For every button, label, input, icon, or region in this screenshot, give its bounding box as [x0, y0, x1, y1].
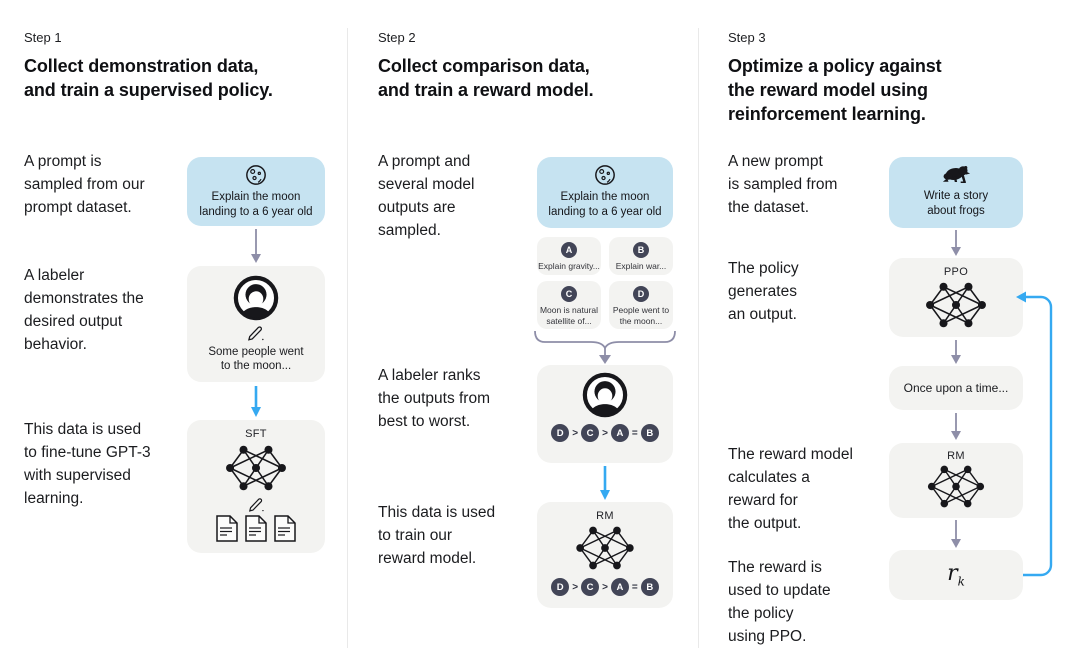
output-card: A Explain gravity... [537, 237, 601, 275]
output-badge: B [633, 242, 649, 258]
rank-badge: D [551, 424, 570, 442]
output-card-text: Moon is natural satellite of... [539, 305, 599, 326]
column-divider [698, 28, 699, 648]
demo-output-text: Some people went to the moon... [208, 346, 304, 372]
ppo-box: PPO [889, 258, 1023, 337]
model-label: RM [947, 450, 965, 462]
neural-network-icon [575, 525, 635, 571]
output-card: B Explain war... [609, 237, 673, 275]
output-card: C Moon is natural satellite of... [537, 281, 601, 329]
neural-network-icon [927, 464, 985, 509]
rank-separator: > [572, 427, 579, 439]
rank-badge: B [640, 424, 659, 442]
model-label: RM [596, 510, 614, 522]
step-paragraph: This data is used to train our reward mo… [378, 504, 496, 567]
reward-symbol: rk [947, 561, 965, 589]
rank-badge: D [551, 578, 570, 596]
model-label: SFT [245, 428, 267, 440]
output-card: D People went to the moon... [609, 281, 673, 329]
feedback-loop-arrow-icon [1013, 288, 1061, 588]
rm-box: RM [889, 443, 1023, 518]
prompt-box: Explain the moon landing to a 6 year old [187, 157, 325, 226]
step-label: Step 3 [728, 30, 766, 45]
rank-badge: A [610, 424, 629, 442]
prompt-box: Write a story about frogs [889, 157, 1023, 228]
step-paragraph: The reward model calculates a reward for… [728, 446, 853, 532]
step-title: Collect demonstration data, and train a … [24, 56, 273, 100]
output-badge: D [633, 286, 649, 302]
moon-icon [594, 164, 616, 186]
step-paragraph: The reward is used to update the policy … [728, 559, 831, 645]
model-label: PPO [943, 266, 969, 278]
ranking-box: D>C>A=B [537, 365, 673, 463]
pencil-icon [247, 324, 265, 341]
step-paragraph: A prompt is sampled from our prompt data… [24, 153, 145, 216]
step-paragraph: The policy generates an output. [728, 260, 799, 323]
rank-separator: > [572, 581, 579, 593]
rm-box: RM D>C>A=B [537, 502, 673, 608]
labeler-box: Some people went to the moon... [187, 266, 325, 382]
rank-separator: > [602, 581, 608, 593]
sft-box: SFT [187, 420, 325, 553]
moon-icon [245, 164, 267, 186]
flow-arrow-icon [950, 230, 962, 256]
flow-arrow-blue-icon [249, 386, 263, 417]
rank-separator: = [631, 581, 638, 593]
step-title: Optimize a policy against the reward mod… [728, 56, 942, 124]
labeler-icon [233, 275, 279, 321]
flow-arrow-icon [950, 520, 962, 548]
step-paragraph: A labeler ranks the outputs from best to… [378, 367, 491, 430]
prompt-text: Explain the moon landing to a 6 year old [199, 191, 313, 218]
rank-badge: A [610, 578, 629, 596]
flow-arrow-icon [950, 340, 962, 364]
rank-separator: = [631, 427, 638, 439]
rank-badge: B [640, 578, 659, 596]
policy-output-box: Once upon a time... [889, 366, 1023, 410]
step-paragraph: A labeler demonstrates the desired outpu… [24, 267, 144, 353]
reward-box: rk [889, 550, 1023, 600]
output-card-text: Explain war... [615, 261, 667, 271]
flow-arrow-blue-icon [598, 466, 612, 500]
neural-network-icon [225, 444, 287, 492]
step-label: Step 1 [24, 30, 62, 45]
labeler-icon [582, 372, 628, 418]
rank-badge: C [581, 424, 600, 442]
step-title: Collect comparison data, and train a rew… [378, 56, 594, 100]
rank-badge: C [581, 578, 600, 596]
brace-merge-arrow-icon [533, 330, 677, 365]
ranking-row: D>C>A=B [551, 424, 659, 442]
column-divider [347, 28, 348, 648]
policy-output-text: Once upon a time... [903, 381, 1009, 395]
prompt-box: Explain the moon landing to a 6 year old [537, 157, 673, 228]
output-badge: A [561, 242, 577, 258]
documents-icon [215, 515, 297, 542]
flow-arrow-icon [250, 229, 262, 263]
rank-separator: > [602, 427, 608, 439]
prompt-text: Explain the moon landing to a 6 year old [548, 191, 662, 218]
step-paragraph: This data is used to fine-tune GPT-3 wit… [24, 421, 151, 507]
step-paragraph: A prompt and several model outputs are s… [378, 153, 475, 239]
prompt-text: Write a story about frogs [923, 190, 989, 217]
step-label: Step 2 [378, 30, 416, 45]
neural-network-icon [925, 281, 987, 329]
output-card-text: Explain gravity... [538, 261, 600, 271]
output-badge: C [561, 286, 577, 302]
output-card-text: People went to the moon... [612, 305, 670, 326]
frog-icon [941, 163, 971, 185]
step-paragraph: A new prompt is sampled from the dataset… [728, 153, 838, 216]
pencil-icon [248, 496, 265, 512]
ranking-row: D>C>A=B [551, 578, 659, 596]
flow-arrow-icon [950, 413, 962, 440]
